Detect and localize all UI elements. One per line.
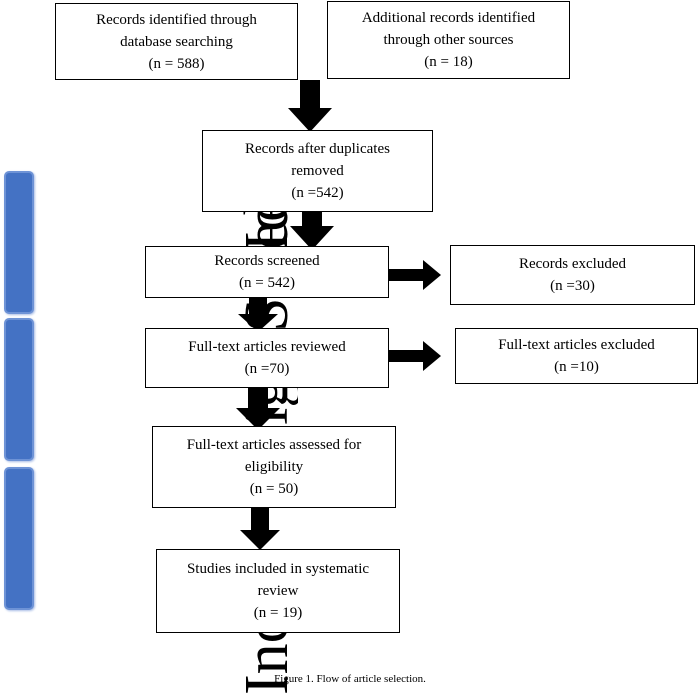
- box-text-line2: removed: [291, 163, 344, 179]
- box-records-screened: Records screened (n = 542): [145, 246, 389, 298]
- box-records-excluded: Records excluded (n =30): [450, 245, 695, 305]
- box-count: (n = 18): [424, 54, 473, 70]
- box-text-line2: database searching: [120, 33, 233, 50]
- box-text-line2: review: [257, 583, 299, 599]
- box-studies-included: Studies included in systematic review (n…: [156, 549, 400, 633]
- phase-bar-identification: [4, 171, 34, 314]
- arrow-right-1: [389, 260, 441, 290]
- box-text-line1: Records after duplicates: [245, 141, 390, 157]
- box-text-line1: Full-text articles assessed for: [186, 437, 362, 453]
- box-count: (n =70): [244, 361, 290, 377]
- arrow-down-1: [288, 80, 332, 132]
- box-fulltext-assessed: Full-text articles assessed for eligibil…: [152, 426, 396, 508]
- box-text-line2: eligibility: [244, 459, 304, 475]
- box-count: (n = 588): [148, 55, 205, 72]
- arrow-down-4: [236, 382, 280, 430]
- box-text-line1: Additional records identified: [361, 10, 536, 26]
- box-text-line2: through other sources: [383, 32, 514, 48]
- box-text-line1: Records excluded: [518, 256, 627, 272]
- box-fulltext-reviewed: Full-text articles reviewed (n =70): [145, 328, 389, 388]
- phase-bar-screening: [4, 318, 34, 461]
- box-count: (n = 19): [253, 605, 303, 621]
- box-text-line1: Records screened: [214, 253, 320, 269]
- box-text-line1: Full-text articles reviewed: [188, 339, 346, 355]
- box-text-line1: Full-text articles excluded: [498, 337, 655, 353]
- box-count: (n =542): [291, 185, 344, 201]
- box-text-line1: Studies included in systematic: [186, 561, 370, 577]
- box-text-line1: Records identified through: [96, 11, 257, 28]
- arrow-right-2: [389, 341, 441, 371]
- box-records-identified-database: Records identified through database sear…: [55, 3, 298, 80]
- arrow-down-3: [238, 296, 278, 332]
- box-fulltext-excluded: Full-text articles excluded (n =10): [455, 328, 698, 384]
- box-count: (n =30): [550, 278, 595, 294]
- box-records-after-duplicates: Records after duplicates removed (n =542…: [202, 130, 433, 212]
- box-count: (n =10): [554, 359, 599, 375]
- box-additional-records: Additional records identified through ot…: [327, 1, 570, 79]
- figure-caption: Figure 1. Flow of article selection.: [274, 673, 426, 685]
- phase-bar-eligibility: [4, 467, 34, 610]
- arrow-down-5: [240, 506, 280, 550]
- box-count: (n = 50): [249, 481, 299, 497]
- box-count: (n = 542): [239, 275, 295, 291]
